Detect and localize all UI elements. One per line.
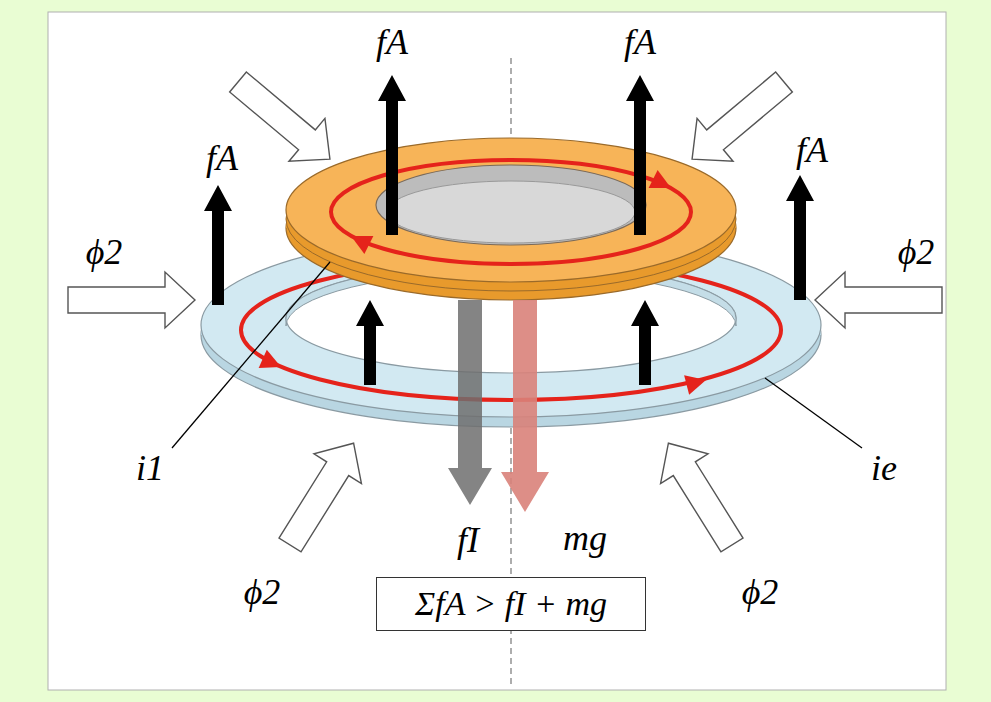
gravity-arrow [501,300,549,512]
current-label: ie [871,450,897,486]
leader-line [172,262,330,448]
force-label: mg [563,520,607,556]
force-label: fA [206,140,238,176]
force-label: fA [376,24,408,60]
flux-label: ϕ2 [742,574,779,610]
upper-ring [286,138,736,300]
force-label: fA [624,24,656,60]
force-label: fA [796,132,828,168]
flux-arrows [68,61,942,560]
leader-line [765,378,862,448]
formula-text: ΣfA > fI + mg [415,585,607,622]
current-label: i1 [136,450,164,486]
force-label: fI [457,522,479,558]
flux-label: ϕ2 [86,234,123,270]
inertia-force-arrow [448,300,492,505]
flux-label: ϕ2 [244,574,281,610]
panel [48,12,946,690]
formula-box: ΣfA > fI + mg [376,577,646,631]
flux-label: ϕ2 [898,234,935,270]
